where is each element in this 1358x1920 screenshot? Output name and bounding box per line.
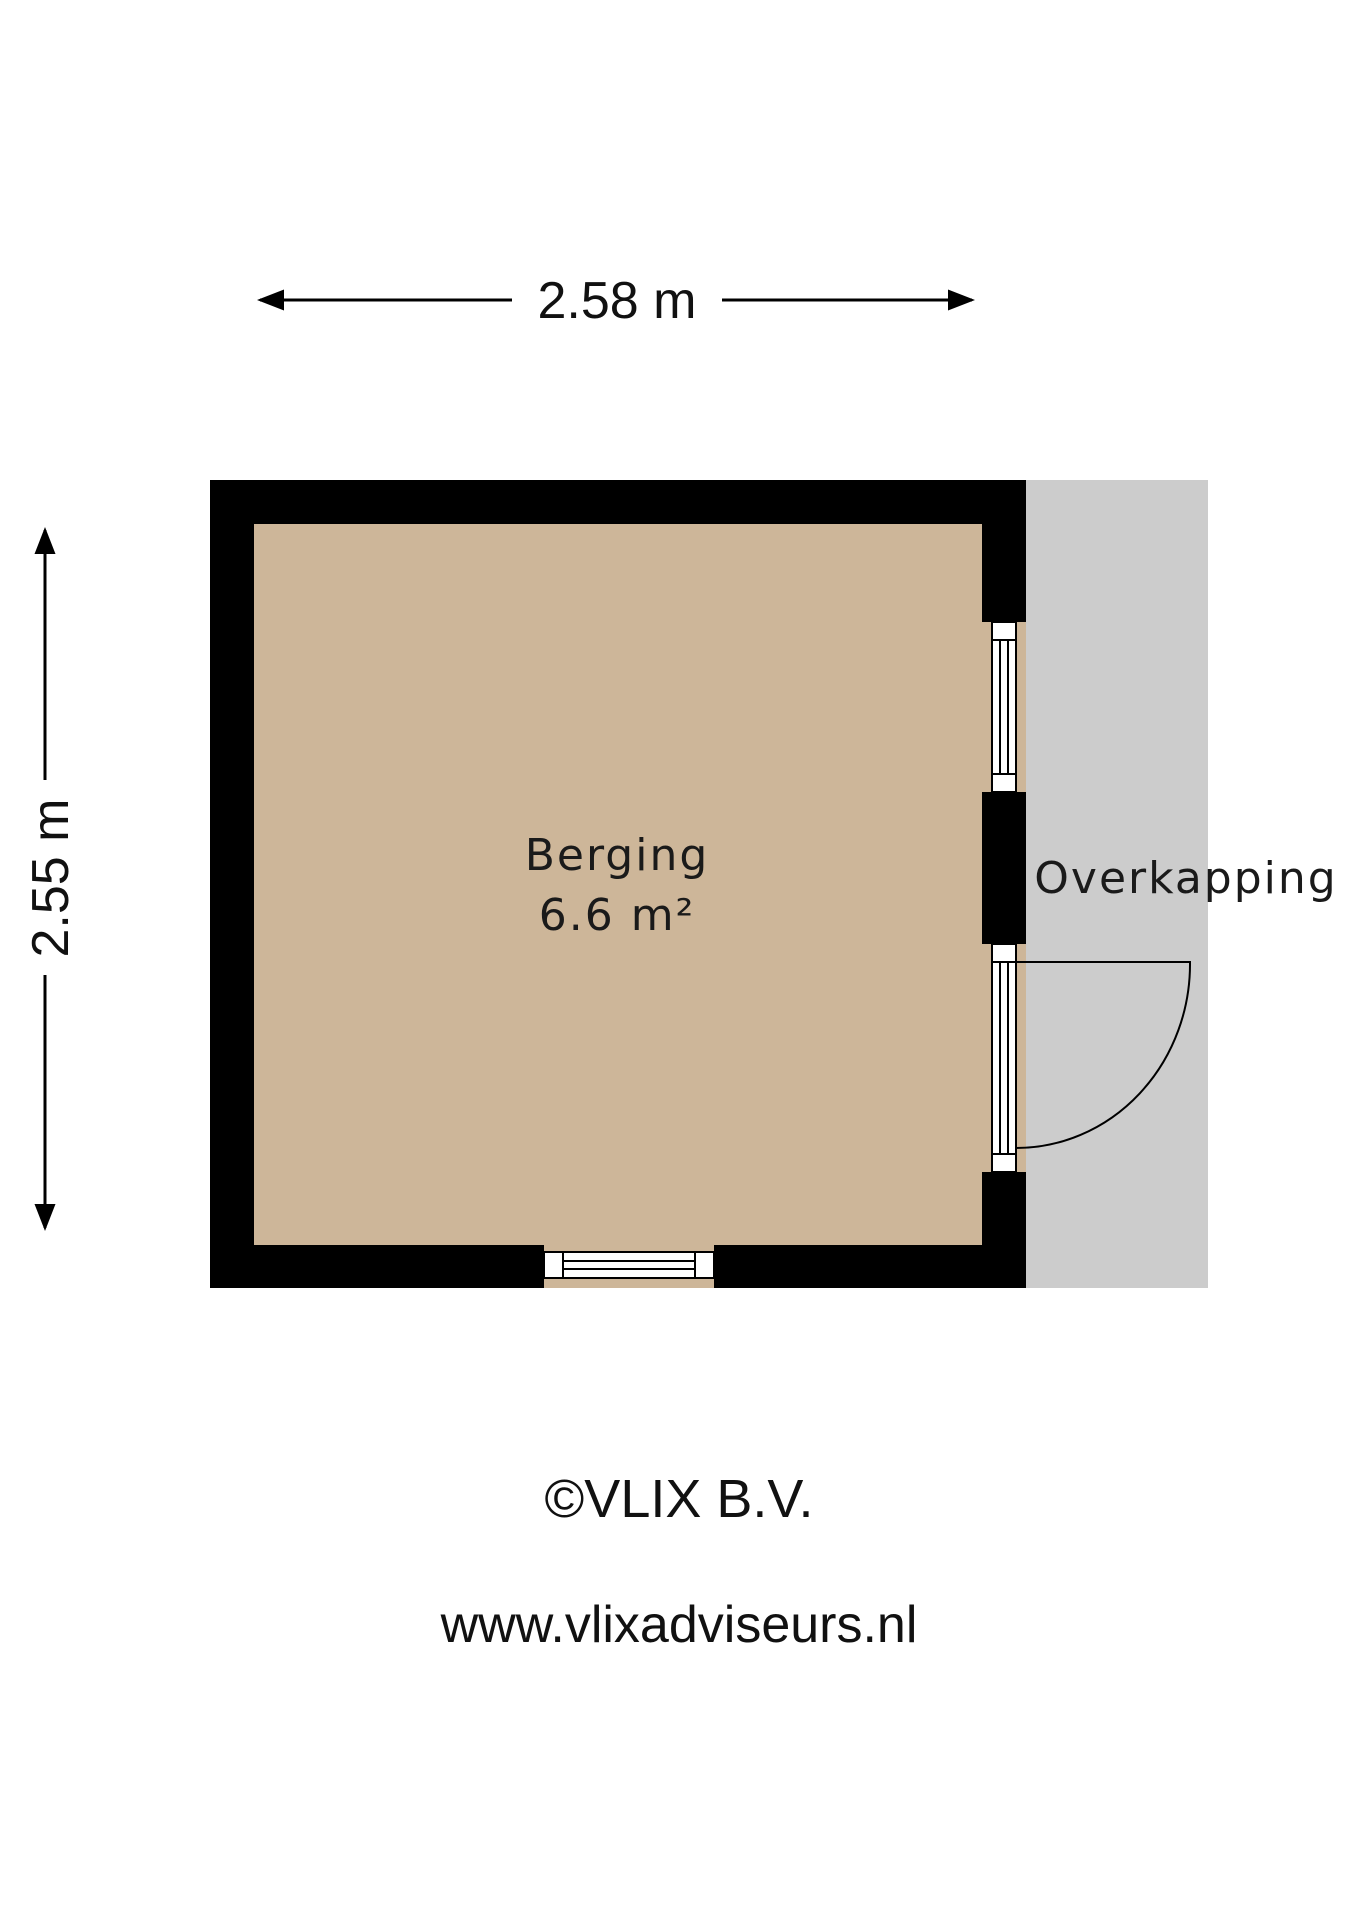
height-label: 2.55 m — [22, 799, 80, 958]
wall-left — [210, 480, 254, 1288]
berging-floor — [210, 480, 1026, 1288]
wall-right-middle — [982, 792, 1026, 944]
wall-right-top — [982, 480, 1026, 622]
door-swing-arc — [1015, 961, 1192, 1149]
copyright: ©VLIX B.V. — [544, 1469, 814, 1529]
window-right — [991, 621, 1017, 793]
width-dimension: 2.58 m — [257, 272, 975, 330]
window-bottom — [543, 1251, 715, 1279]
overkapping-area — [1026, 480, 1208, 1288]
height-dimension: 2.55 m — [22, 527, 80, 1231]
wall-right-bottom — [982, 1172, 1026, 1288]
room-area-berging: 6.6 m² — [539, 890, 695, 941]
walls — [210, 480, 1026, 1288]
room-name-overkapping: Overkapping — [1034, 853, 1337, 904]
website-url: www.vlixadviseurs.nl — [440, 1596, 918, 1654]
wall-bottom-left — [210, 1245, 544, 1288]
door — [991, 943, 1192, 1173]
room-name-berging: Berging — [525, 830, 710, 881]
wall-top — [210, 480, 1026, 524]
width-label: 2.58 m — [538, 272, 697, 330]
wall-bottom-right — [714, 1245, 1026, 1288]
